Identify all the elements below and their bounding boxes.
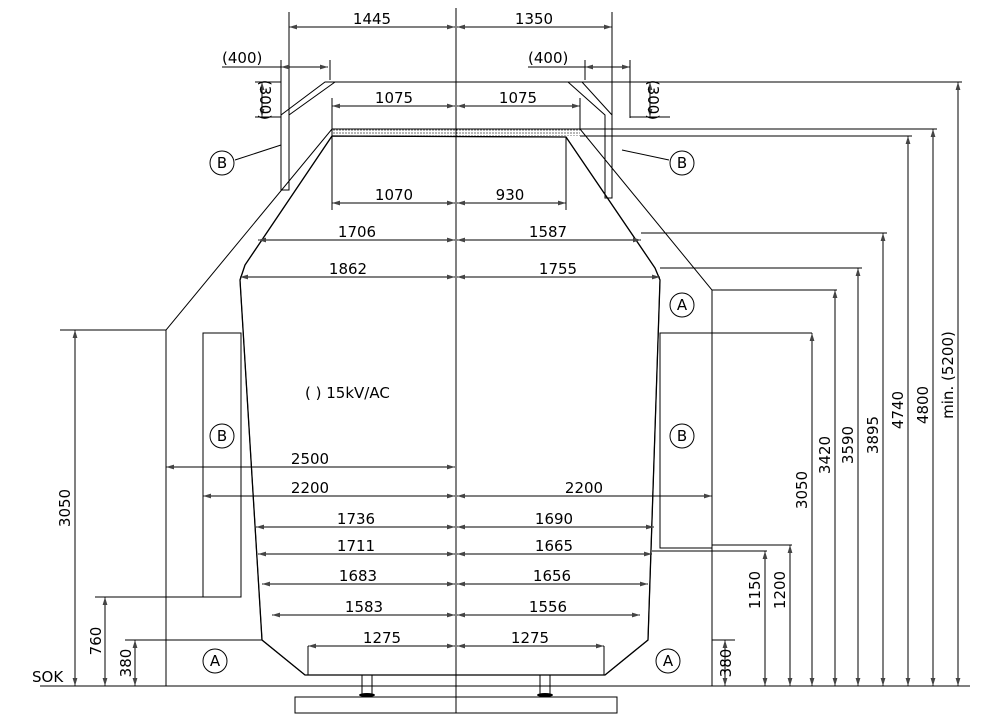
- dim-row-right: 1556: [529, 598, 567, 616]
- dim-row-left: 1862: [329, 260, 367, 278]
- dim-row-right: 1275: [511, 629, 549, 647]
- zone-marker-b: B: [209, 150, 235, 176]
- height-label: 4800: [914, 386, 932, 424]
- reference-lines: [60, 12, 962, 641]
- zone-b-left: [202, 332, 242, 598]
- zone-marker-b: B: [209, 423, 235, 449]
- dim-760: 760: [87, 627, 105, 656]
- svg-text:B: B: [217, 427, 227, 445]
- height-label: 1150: [746, 571, 764, 609]
- dim-400-left: (400): [222, 49, 262, 67]
- dim-row-left: 1683: [339, 567, 377, 585]
- dim-300-right: (300): [644, 80, 662, 120]
- dim-row-left: 1275: [363, 629, 401, 647]
- svg-text:B: B: [677, 154, 687, 172]
- dim-row-right: 1690: [535, 510, 573, 528]
- zone-marker-a: A: [669, 292, 695, 318]
- dim-row-right: 1755: [539, 260, 577, 278]
- dim-2200-left: 2200: [291, 479, 329, 497]
- dim-row-left: 1736: [337, 510, 375, 528]
- height-label: 3895: [864, 416, 882, 454]
- dim-380-left: 380: [117, 649, 135, 678]
- dim-row-right: 1665: [535, 537, 573, 555]
- height-label: 1200: [771, 571, 789, 609]
- dim-row-right: 1656: [533, 567, 571, 585]
- zone-marker-b: B: [669, 150, 695, 176]
- height-label: 4740: [889, 391, 907, 429]
- dim-1075-left: 1075: [375, 89, 413, 107]
- dimension-lines: [72, 24, 961, 686]
- dim-row-left: 1711: [337, 537, 375, 555]
- zone-marker-a: A: [202, 648, 228, 674]
- svg-text:B: B: [677, 427, 687, 445]
- svg-text:A: A: [677, 296, 688, 314]
- svg-text:B: B: [217, 154, 227, 172]
- dim-1070: 1070: [375, 186, 413, 204]
- dim-400-right: (400): [528, 49, 568, 67]
- height-label: 3590: [839, 426, 857, 464]
- ground-label: SOK: [32, 668, 64, 686]
- zone-marker-b: B: [669, 423, 695, 449]
- height-label: 3050: [793, 471, 811, 509]
- svg-text:A: A: [210, 652, 221, 670]
- height-label: 3420: [816, 436, 834, 474]
- pantograph-right: [566, 81, 613, 199]
- dim-300-left: (300): [256, 80, 274, 120]
- zone-marker-a: A: [655, 648, 681, 674]
- dim-1075-right: 1075: [499, 89, 537, 107]
- dim-1445: 1445: [353, 10, 391, 28]
- dim-2500: 2500: [291, 450, 329, 468]
- dim-380-right: 380: [717, 649, 735, 678]
- dim-930: 930: [496, 186, 525, 204]
- dim-row-right: 1587: [529, 223, 567, 241]
- rail-right: [537, 674, 553, 697]
- svg-text:A: A: [663, 652, 674, 670]
- dim-1350: 1350: [515, 10, 553, 28]
- voltage-note: ( ) 15kV/AC: [305, 384, 390, 402]
- clearance-profile: [239, 135, 661, 676]
- zone-b-right: [659, 332, 713, 549]
- dim-3050-left: 3050: [56, 489, 74, 527]
- dim-row-left: 1706: [338, 223, 376, 241]
- rail-left: [359, 674, 375, 697]
- height-label: min. (5200): [939, 331, 957, 419]
- dim-2200-right: 2200: [565, 479, 603, 497]
- sleeper: [294, 696, 618, 714]
- dim-row-left: 1583: [345, 598, 383, 616]
